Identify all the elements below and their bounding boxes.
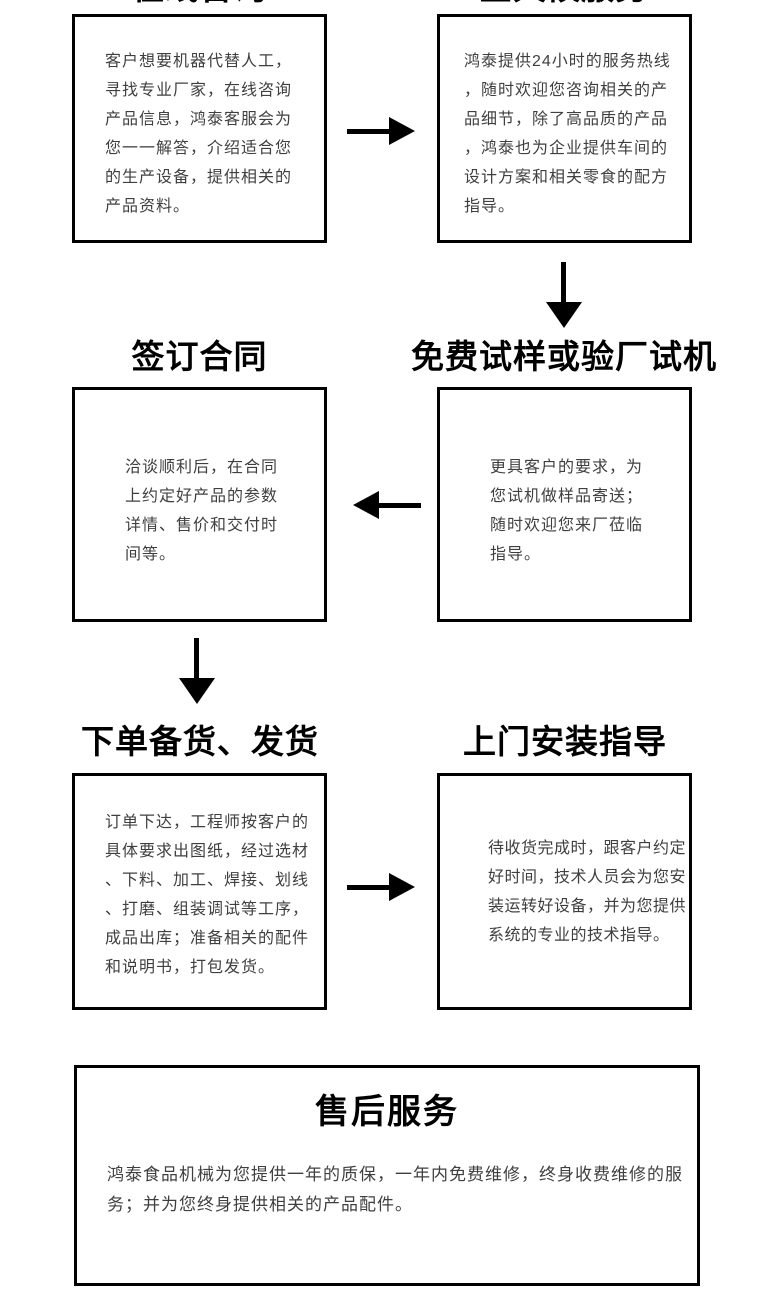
arrow-shaft [379,502,421,508]
step-text-consult: 客户想要机器代替人工， 寻找专业厂家，在线咨询 产品信息，鸿泰客服会为 您一一解… [105,52,293,215]
title-contract: 签订合同 [131,338,268,375]
arrow-head [389,117,415,145]
step-text-sample: 更具客户的要求，为 您试机做样品寄送； 随时欢迎您来厂莅临 指导。 [490,458,644,563]
step-box-sample: 更具客户的要求，为 您试机做样品寄送； 随时欢迎您来厂莅临 指导。 [437,387,692,622]
step-text-service: 鸿泰提供24小时的服务热线 ，随时欢迎您咨询相关的产 品细节，除了高品质的产品 … [464,52,671,215]
aftersale-text: 鸿泰食品机械为您提供一年的质保，一年内免费维修，终身收费维修的服 务；并为您终身… [107,1165,683,1214]
arrow-head [545,302,582,328]
title-sample: 免费试样或验厂试机 [411,338,717,375]
step-text-install: 待收货完成时，跟客户约定 好时间，技术人员会为您安 装运转好设备，并为您提供 系… [488,839,687,944]
arrow-head [178,678,215,704]
arrow-head [353,491,379,519]
step-box-consult: 客户想要机器代替人工， 寻找专业厂家，在线咨询 产品信息，鸿泰客服会为 您一一解… [72,14,327,243]
step-box-install: 待收货完成时，跟客户约定 好时间，技术人员会为您安 装运转好设备，并为您提供 系… [437,773,692,1010]
arrow-shaft [347,884,389,890]
arrow-head [389,873,415,901]
cropped-title-left: 在线咨询 [72,0,327,8]
arrow-shaft [194,638,199,678]
aftersale-title: 售后服务 [315,1093,459,1131]
arrow-right-icon-2 [347,873,415,901]
title-order: 下单备货、发货 [81,723,319,760]
cropped-title-right: 全天候服务 [404,0,724,8]
step-box-contract: 洽谈顺利后，在合同 上约定好产品的参数 详情、售价和交付时 间等。 [72,387,327,622]
step-text-contract: 洽谈顺利后，在合同 上约定好产品的参数 详情、售价和交付时 间等。 [125,458,279,563]
title-install: 上门安装指导 [463,723,667,760]
step-box-order: 订单下达，工程师按客户的 具体要求出图纸，经过选材 、下料、加工、焊接、划线 、… [72,773,327,1010]
arrow-down-icon-1 [545,262,582,328]
arrow-shaft [561,262,566,302]
arrow-down-icon-2 [178,638,215,704]
arrow-shaft [347,128,389,134]
step-box-service: 鸿泰提供24小时的服务热线 ，随时欢迎您咨询相关的产 品细节，除了高品质的产品 … [437,14,692,243]
aftersale-box: 售后服务 鸿泰食品机械为您提供一年的质保，一年内免费维修，终身收费维修的服 务；… [74,1065,700,1286]
arrow-right-icon-1 [347,117,415,145]
arrow-left-icon [353,491,421,519]
step-text-order: 订单下达，工程师按客户的 具体要求出图纸，经过选材 、下料、加工、焊接、划线 、… [105,813,310,976]
